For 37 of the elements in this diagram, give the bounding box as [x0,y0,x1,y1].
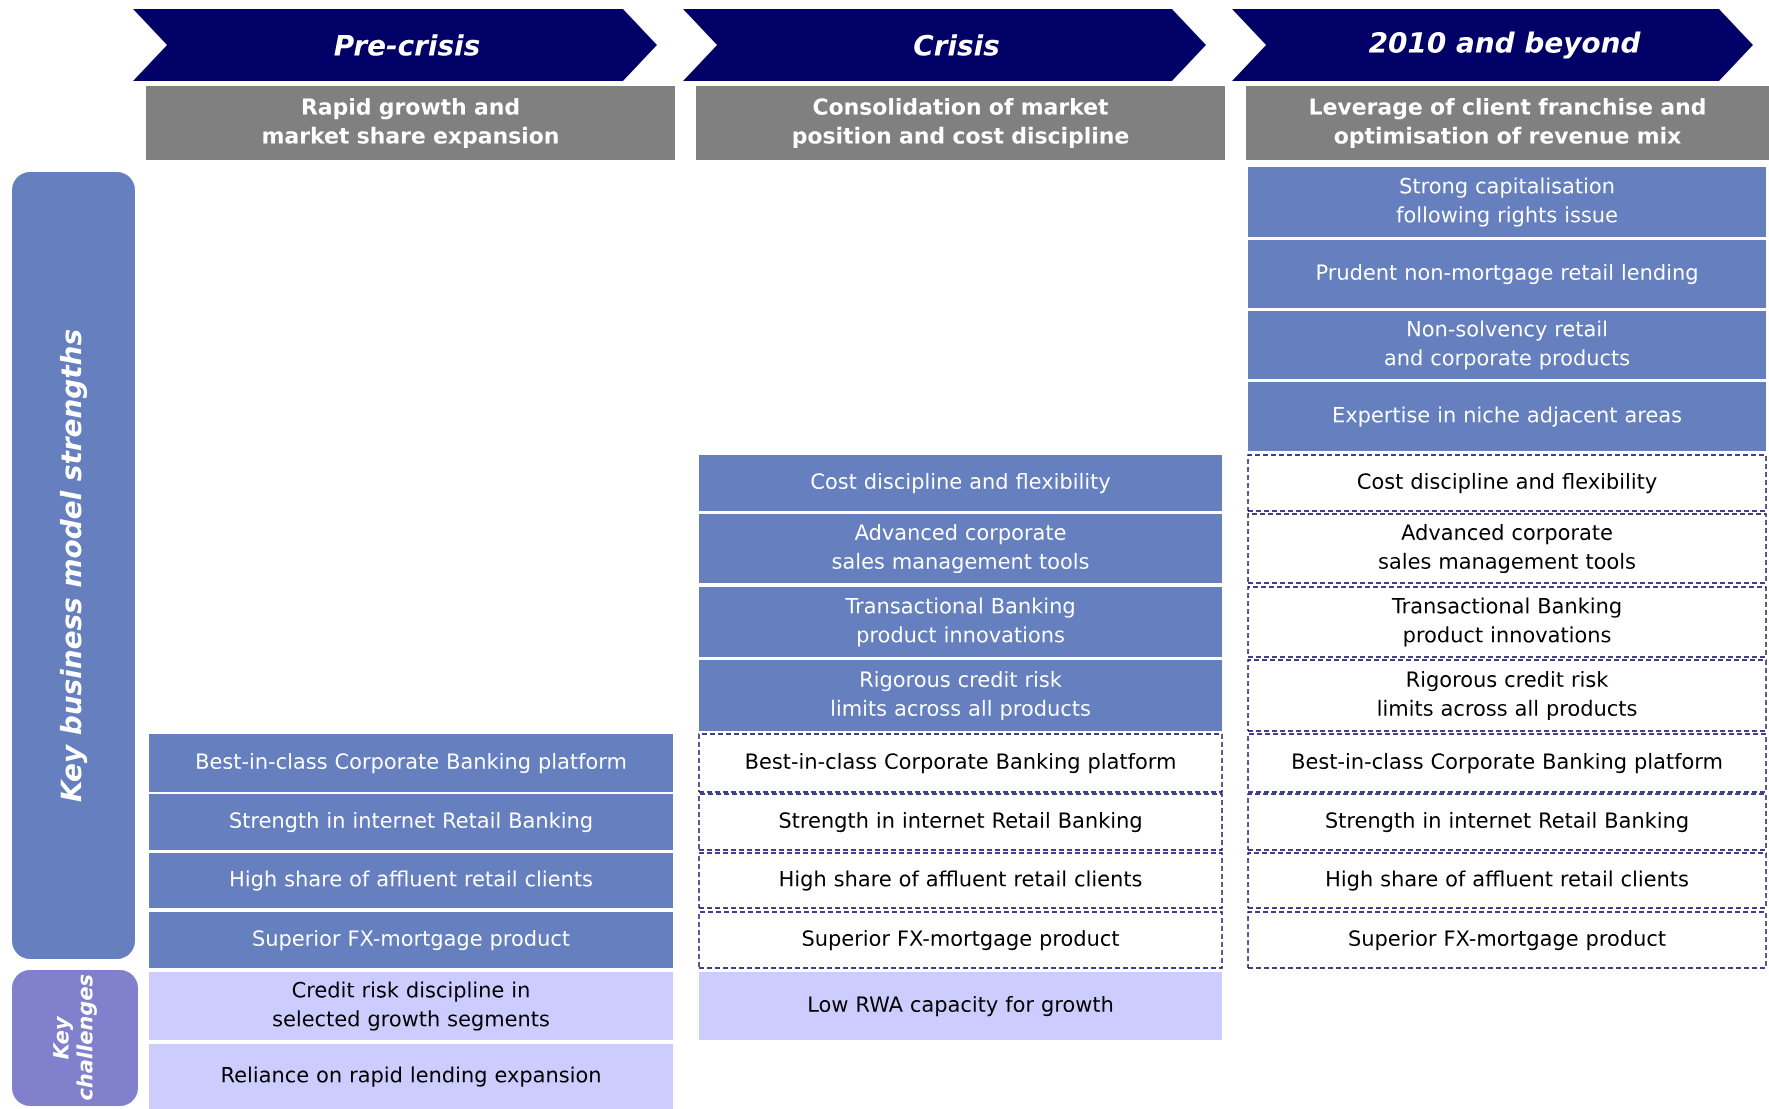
phase-header: Rapid growth and market share expansion [146,86,675,160]
dashed-box: High share of affluent retail clients [698,852,1223,909]
dashed-box: Transactional Banking product innovations [1247,586,1767,658]
dashed-box: High share of affluent retail clients [1247,852,1767,909]
chevron-banner: Pre-crisis [133,9,657,81]
dashed-box: Strength in internet Retail Banking [1247,793,1767,851]
strength-box: Transactional Banking product innovations [699,587,1222,657]
strength-box: Strength in internet Retail Banking [149,794,673,850]
node-label: Strength in internet Retail Banking [230,811,592,833]
strength-box: Rigorous credit risk limits across all products [699,660,1222,731]
challenge-box: Low RWA capacity for growth [699,972,1222,1040]
dashed-box: Best-in-class Corporate Banking platform [698,733,1223,793]
strength-box: Best-in-class Corporate Banking platform [149,734,673,792]
strength-box: Superior FX-mortgage product [149,912,673,968]
dashed-box: Advanced corporate sales management tools [1247,513,1767,584]
node-label: Best-in-class Corporate Banking platform [197,752,626,774]
strength-box: Expertise in niche adjacent areas [1248,382,1766,451]
dashed-box: Best-in-class Corporate Banking platform [1247,733,1767,793]
dashed-box: Superior FX-mortgage product [1247,911,1767,969]
strength-box: Strong capitalisation following rights issue [1248,167,1766,237]
side-band: Key challenges [12,970,138,1106]
chevron-banner: 2010 and beyond [1232,9,1753,81]
dashed-box: Superior FX-mortgage product [698,911,1223,969]
challenge-box: Reliance on rapid lending expansion [149,1044,673,1109]
strength-box: Non-solvency retail and corporate products [1248,311,1766,379]
phase-header: Consolidation of market position and cost discipline [696,86,1225,160]
phase-header: Leverage of client franchise and optimisation of revenue mix [1246,86,1769,160]
dashed-box: Rigorous credit risk limits across all products [1247,659,1767,732]
strength-box: Advanced corporate sales management tools [699,514,1222,583]
strength-box: High share of affluent retail clients [149,853,673,908]
strength-box: Cost discipline and flexibility [699,455,1222,511]
challenge-box: Credit risk discipline in selected growth segments [149,972,673,1040]
dashed-box: Cost discipline and flexibility [1247,454,1767,512]
dashed-box: Strength in internet Retail Banking [698,793,1223,851]
chevron-banner: Crisis [683,9,1206,81]
side-band: Key business model strengths [12,172,135,959]
strength-box: Prudent non-mortgage retail lending [1248,240,1766,308]
